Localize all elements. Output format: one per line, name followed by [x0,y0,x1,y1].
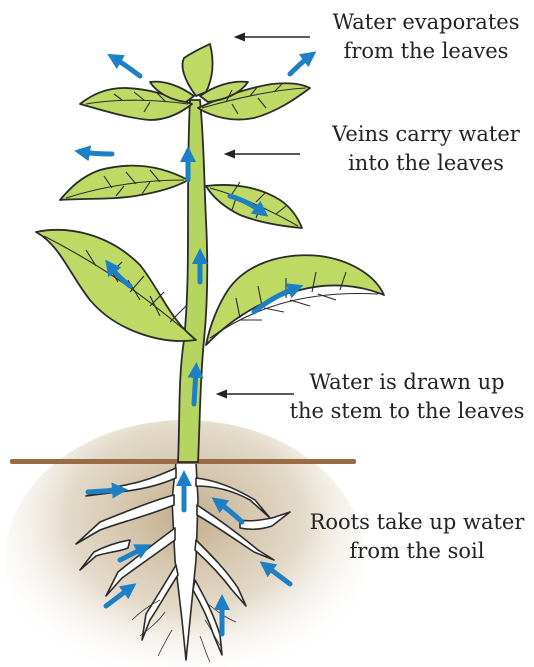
leaf-middle-left [60,166,188,200]
leaf-top-bud [183,44,213,96]
water-arrow [114,58,140,76]
label-veins-line1: Veins carry water [318,120,534,149]
label-veins-line2: into the leaves [318,149,534,178]
leaf-lower-left [36,230,196,341]
label-evaporation-line2: from the leaves [318,37,534,66]
label-roots-line1: Roots take up water [300,508,534,537]
label-veins: Veins carry water into the leaves [318,120,534,178]
label-evaporation-line1: Water evaporates [318,8,534,37]
label-stem: Water is drawn up the stem to the leaves [280,368,534,426]
water-arrow [88,490,120,492]
water-arrow [194,370,196,404]
label-stem-line2: the stem to the leaves [280,397,534,426]
water-arrow [82,152,112,154]
label-stem-line1: Water is drawn up [280,368,534,397]
label-roots-line2: from the soil [300,537,534,566]
plant-leaves [36,44,384,345]
water-arrow [290,56,310,74]
label-evaporation: Water evaporates from the leaves [318,8,534,66]
label-roots: Roots take up water from the soil [300,508,534,566]
plant-stem [178,100,207,462]
